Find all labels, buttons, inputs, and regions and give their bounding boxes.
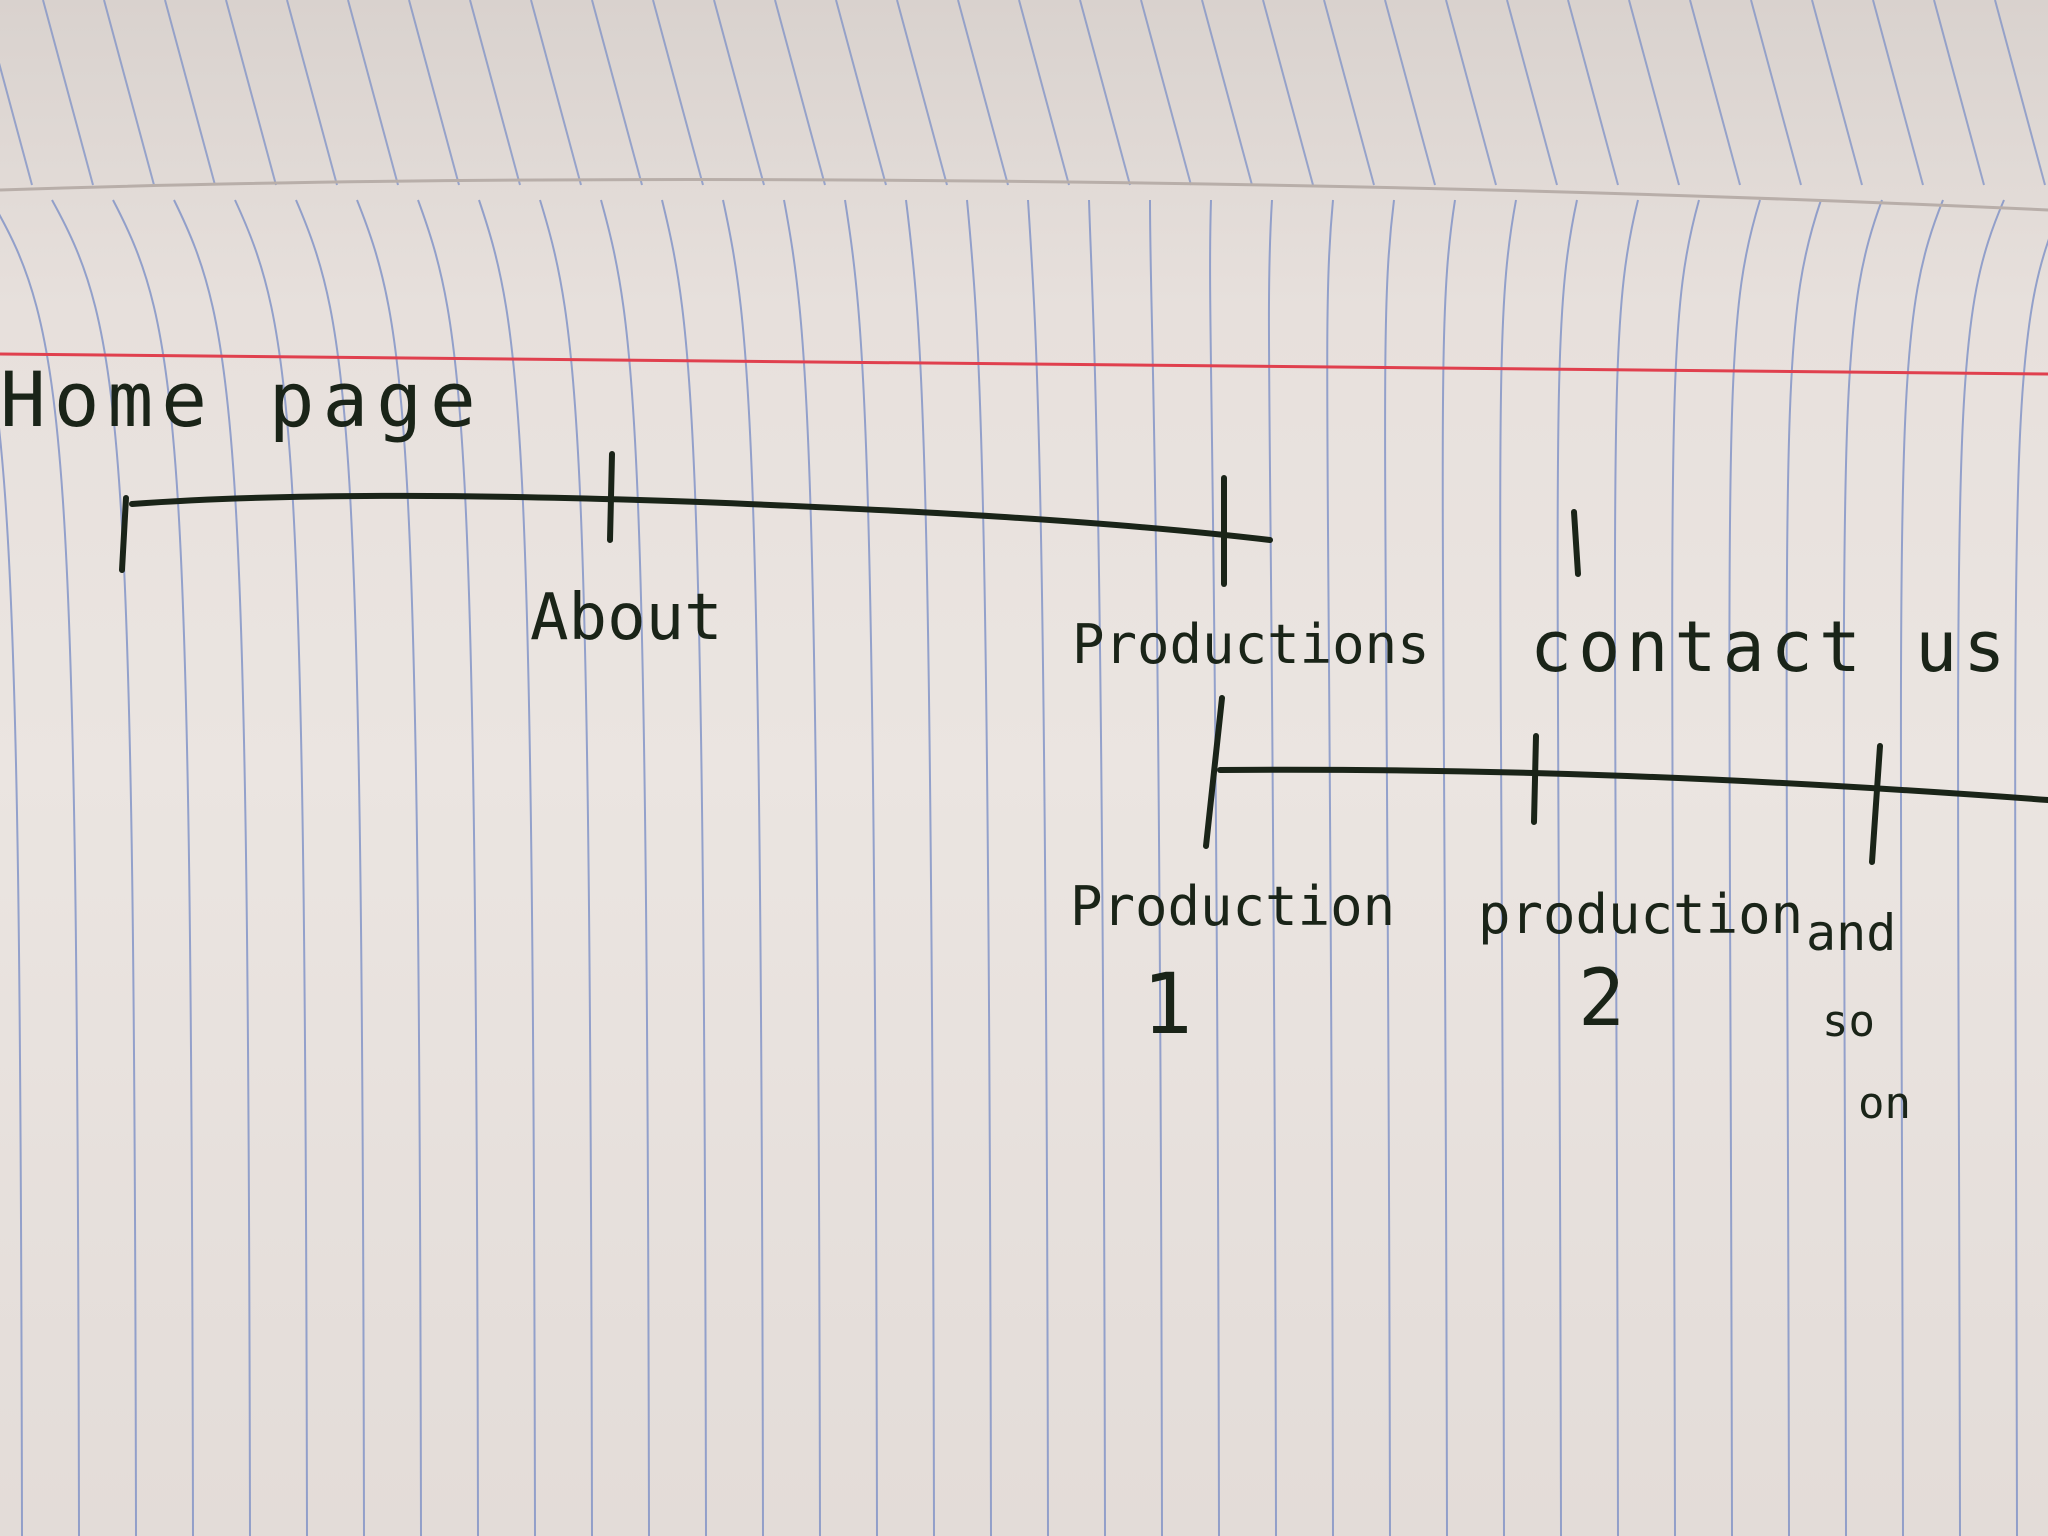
ruled-line <box>1149 199 1163 1536</box>
and-so-on-label-line-1: and <box>1806 904 1897 962</box>
ruled-line <box>1209 199 1220 1536</box>
sitemap-connectors <box>119 451 2048 865</box>
ruled-line <box>1899 199 1944 1536</box>
ruled-line-upper <box>1994 0 2046 186</box>
page-fold-edge <box>0 178 2048 212</box>
main-branch-line <box>129 492 1273 543</box>
contact-us-label: contact us <box>1530 606 2012 688</box>
home-page-label: Home page <box>0 355 484 444</box>
ruled-line-upper <box>1323 0 1375 186</box>
contact-tick <box>1571 509 1581 577</box>
ruled-line <box>1441 199 1456 1536</box>
ruled-line-upper <box>469 0 521 186</box>
ruled-line <box>722 199 764 1536</box>
ruled-line <box>905 199 935 1536</box>
ruled-line-upper <box>1628 0 1680 186</box>
ruled-line <box>1728 199 1761 1536</box>
ruled-line-upper <box>1140 0 1192 186</box>
ruled-line-upper <box>1567 0 1619 186</box>
ruled-line-upper <box>1750 0 1802 186</box>
ruled-line-upper <box>1201 0 1253 186</box>
ruled-line <box>1027 199 1049 1536</box>
ruled-line-upper <box>1079 0 1131 186</box>
ruled-line <box>1556 199 1578 1536</box>
ruled-line-upper <box>835 0 887 186</box>
home-tick <box>119 495 129 573</box>
and-so-on-tick <box>1869 743 1883 865</box>
ruled-line-upper <box>530 0 582 186</box>
production-2-number: 2 <box>1578 954 1627 1044</box>
ruled-line-upper <box>1933 0 1985 186</box>
productions-label: Productions <box>1072 613 1430 676</box>
ruled-line-upper <box>1262 0 1314 186</box>
ruled-line-upper <box>1811 0 1863 186</box>
ruled-line-upper <box>896 0 948 186</box>
about-label: About <box>530 581 723 655</box>
ruled-line <box>1842 199 1883 1536</box>
ruled-line <box>0 427 23 1536</box>
ruled-line <box>1785 199 1822 1536</box>
ruled-line <box>1613 199 1639 1536</box>
ruled-line-upper <box>42 0 94 186</box>
ruled-line <box>1957 199 2005 1536</box>
ruled-line <box>1499 199 1517 1536</box>
ruled-line-upper <box>225 0 277 186</box>
ruled-line-upper <box>1445 0 1497 186</box>
ruled-line-upper <box>347 0 399 186</box>
ruled-line-upper <box>1384 0 1436 186</box>
ruled-line-upper <box>652 0 704 186</box>
ruled-line-upper <box>774 0 826 186</box>
ruled-line <box>0 213 80 1536</box>
ruled-line <box>661 199 707 1536</box>
ruled-line <box>1384 199 1395 1536</box>
production-2-tick <box>1531 733 1539 825</box>
ruled-line <box>1326 199 1334 1536</box>
ruled-line <box>51 199 137 1536</box>
ruled-line-upper <box>713 0 765 186</box>
ruled-line-upper <box>591 0 643 186</box>
ruled-line <box>539 199 593 1536</box>
production-1-label: Production <box>1070 875 1396 938</box>
ruled-line-upper <box>1689 0 1741 186</box>
and-so-on-label-line-3: on <box>1858 1078 1911 1129</box>
ruled-line-upper <box>957 0 1009 186</box>
ruled-line-upper <box>408 0 460 186</box>
ruled-line <box>2014 238 2048 1536</box>
about-tick <box>607 451 615 543</box>
ruled-line-upper <box>164 0 216 186</box>
ruled-line <box>1267 199 1277 1536</box>
ruled-line <box>783 199 821 1536</box>
ruled-line <box>1671 199 1700 1536</box>
ruled-line-upper <box>286 0 338 186</box>
ruled-line <box>478 199 536 1536</box>
production-1-number: 1 <box>1142 955 1195 1053</box>
ruled-line-upper <box>0 62 33 186</box>
ruled-line-upper <box>1018 0 1070 186</box>
ruled-line-upper <box>103 0 155 186</box>
ruled-line <box>844 199 878 1536</box>
production-2-label: production <box>1478 883 1804 946</box>
ruled-line-upper <box>1506 0 1558 186</box>
and-so-on-label-line-2: so <box>1822 996 1875 1047</box>
ruled-line <box>600 199 650 1536</box>
ruled-line <box>1088 199 1106 1536</box>
ruled-line <box>966 199 992 1536</box>
sub-branch-line <box>1217 766 2048 803</box>
productions-drop-line <box>1203 695 1225 849</box>
ruled-line-upper <box>1872 0 1924 186</box>
margin-line <box>0 352 2048 376</box>
